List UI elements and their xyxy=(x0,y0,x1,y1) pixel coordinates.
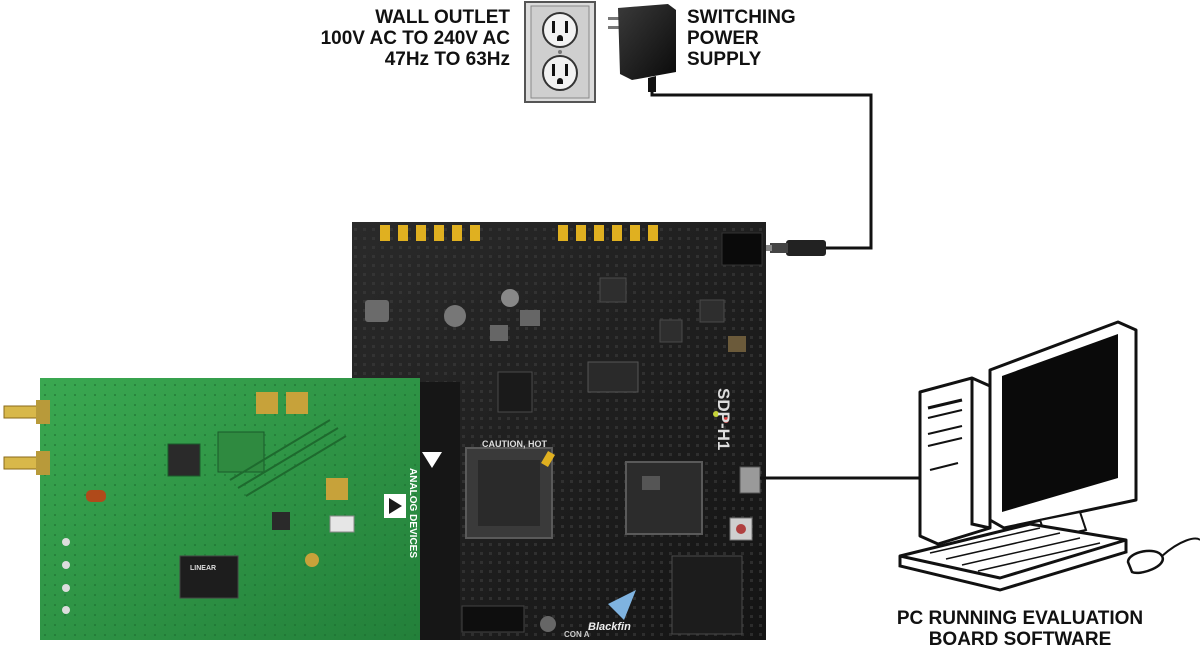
dc-barrel-plug xyxy=(760,240,826,256)
pc-label: PC RUNNING EVALUATION BOARD SOFTWARE xyxy=(870,608,1170,650)
linear-chip-logo: LINEAR xyxy=(190,565,216,572)
caution-label: CAUTION, HOT xyxy=(482,439,547,449)
outlet-socket-bottom xyxy=(542,55,578,91)
pc-monitor xyxy=(988,320,1138,540)
pc-computer xyxy=(898,320,1200,592)
analog-devices-logo: ANALOG DEVICES xyxy=(384,468,418,558)
power-supply-line-1: SWITCHING xyxy=(687,7,796,28)
evaluation-board: ANALOG DEVICES LINEAR xyxy=(3,378,460,640)
connector-label: CON A xyxy=(564,630,590,639)
wall-outlet-frequency: 47Hz TO 63Hz xyxy=(384,49,510,70)
pc-label-line-1: PC RUNNING EVALUATION xyxy=(896,608,1144,629)
sdp-model-label: SDP-H1 xyxy=(714,388,733,450)
gold-connector-pads xyxy=(380,225,658,241)
power-supply-line-2: POWER xyxy=(687,28,759,49)
sma-connector-top xyxy=(3,400,50,424)
sma-connector-bottom xyxy=(3,451,50,475)
pc-mouse xyxy=(1126,537,1200,575)
power-supply-label: SWITCHING POWER SUPPLY xyxy=(687,7,796,70)
power-cable xyxy=(650,92,873,250)
blackfin-logo: Blackfin xyxy=(588,621,631,633)
power-adapter xyxy=(608,4,676,92)
analog-devices-logo-large xyxy=(422,452,442,468)
pc-label-line-2: BOARD SOFTWARE xyxy=(928,629,1112,650)
outlet-socket-top xyxy=(542,12,578,48)
power-supply-line-3: SUPPLY xyxy=(687,49,762,70)
pc-tower xyxy=(918,376,992,546)
pc-keyboard xyxy=(898,522,1128,592)
blackfin-processor xyxy=(465,447,555,539)
wall-outlet-voltage: 100V AC TO 240V AC xyxy=(320,28,510,49)
wall-outlet-title: WALL OUTLET xyxy=(375,7,510,28)
svg-text:ANALOG DEVICES: ANALOG DEVICES xyxy=(407,468,418,558)
wall-outlet-label: WALL OUTLET 100V AC TO 240V AC 47Hz TO 6… xyxy=(321,7,510,70)
wall-outlet xyxy=(524,1,596,103)
